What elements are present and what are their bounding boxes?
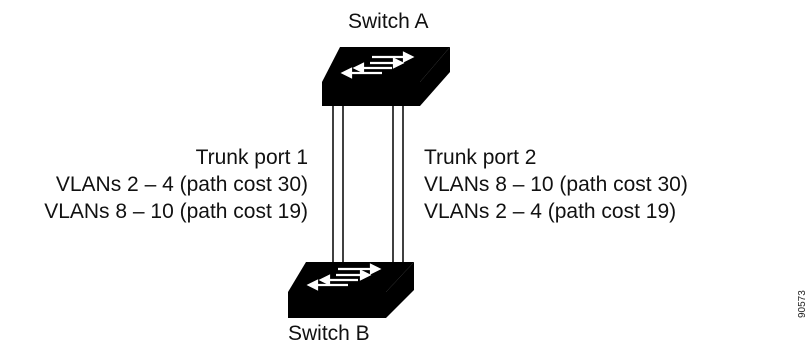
switch-b-icon	[288, 262, 414, 318]
trunk-port-1-line-2: VLANs 8 – 10 (path cost 19)	[44, 200, 308, 223]
trunk-port-1-line-1: VLANs 2 – 4 (path cost 30)	[55, 173, 308, 196]
trunk-port-2-line-2: VLANs 2 – 4 (path cost 19)	[424, 200, 677, 223]
trunk-port-2-title: Trunk port 2	[424, 146, 537, 169]
trunk-port-2-block: Trunk port 2 VLANs 8 – 10 (path cost 30)…	[424, 146, 688, 224]
trunk-port-1-title: Trunk port 1	[195, 146, 308, 169]
trunk-link-2	[392, 100, 404, 262]
trunk-port-1-block: Trunk port 1 VLANs 2 – 4 (path cost 30) …	[44, 146, 308, 224]
switch-a-icon	[322, 47, 450, 106]
switch-b-label: Switch B	[288, 322, 370, 345]
trunk-link-1	[332, 100, 344, 262]
trunk-port-2-line-1: VLANs 8 – 10 (path cost 30)	[424, 173, 688, 196]
switch-a-label: Switch A	[348, 10, 429, 33]
figure-id: 90573	[797, 290, 808, 318]
